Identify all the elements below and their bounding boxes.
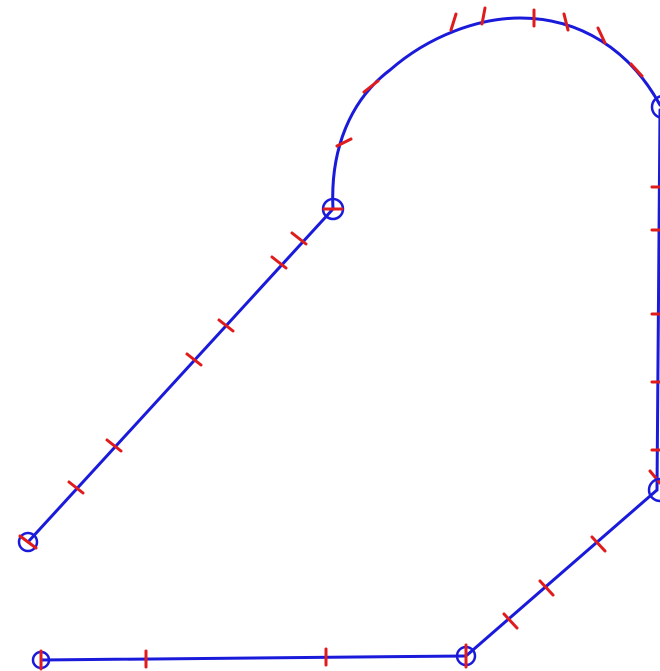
tick-marks bbox=[67, 6, 660, 669]
node-right-mid bbox=[647, 477, 660, 503]
tick-mark bbox=[590, 535, 607, 553]
node-bottom-mid bbox=[455, 643, 477, 669]
node-top-right bbox=[650, 95, 660, 119]
segment-top-arc bbox=[331, 16, 660, 211]
tick-mark bbox=[217, 318, 235, 333]
tick-mark bbox=[538, 579, 555, 597]
tick-mark bbox=[335, 137, 353, 148]
segment-right-slant bbox=[464, 488, 659, 658]
node-bottom-left bbox=[31, 649, 51, 671]
tick-mark bbox=[502, 612, 519, 630]
tick-mark bbox=[105, 438, 123, 453]
tick-mark bbox=[629, 62, 644, 78]
tick-mark bbox=[562, 12, 570, 32]
segment-left-slant bbox=[26, 207, 335, 544]
tick-mark bbox=[362, 79, 380, 94]
tick-mark bbox=[449, 12, 458, 32]
curve-segments bbox=[26, 16, 660, 662]
node-left-end bbox=[17, 531, 39, 553]
tick-mark bbox=[290, 231, 308, 246]
segment-lower-edge bbox=[39, 654, 468, 662]
tick-mark bbox=[67, 480, 85, 495]
node-arc-start bbox=[321, 197, 345, 221]
tick-mark bbox=[270, 255, 288, 270]
tick-mark bbox=[480, 6, 487, 26]
node-markers bbox=[17, 95, 660, 671]
tick-mark bbox=[596, 26, 607, 45]
tick-mark bbox=[648, 469, 660, 485]
tick-mark bbox=[185, 352, 203, 367]
